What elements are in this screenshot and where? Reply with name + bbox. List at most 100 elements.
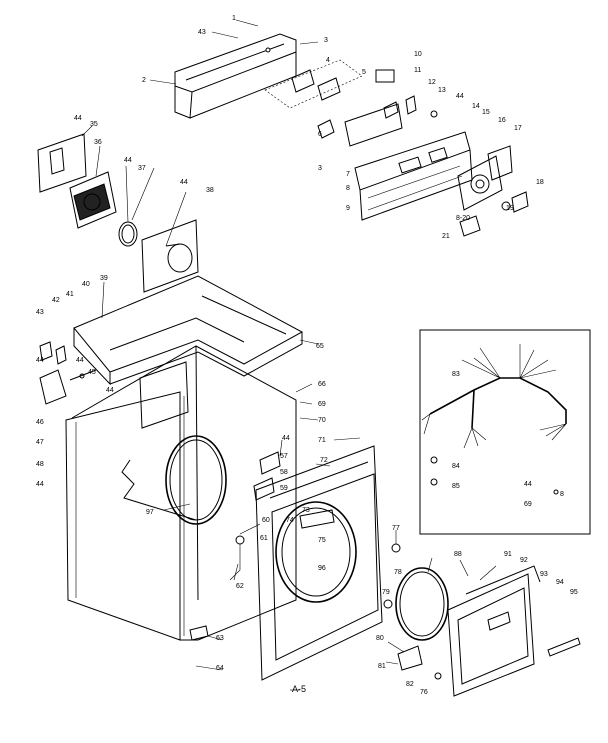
callout-label: 70 [318, 417, 326, 424]
callout-label: 46 [36, 419, 44, 426]
callout-label: 59 [280, 485, 288, 492]
wiring-inset [419, 329, 591, 535]
callout-label: 41 [66, 291, 74, 298]
callout-label: 8 [346, 185, 350, 192]
callout-label: 2 [142, 77, 146, 84]
callout-label: 44 [36, 357, 44, 364]
callout-label: 37 [138, 165, 146, 172]
callout-label: 78 [394, 569, 402, 576]
lower-small-parts [189, 451, 442, 680]
callout-label: 44 [524, 481, 532, 488]
small-parts-top [317, 69, 529, 237]
left-small-parts [39, 341, 97, 405]
callout-label: 19 [506, 205, 514, 212]
control-bracket [264, 59, 363, 109]
callout-label: 17 [514, 125, 522, 132]
callout-label: 60 [262, 517, 270, 524]
callout-label: 62 [236, 583, 244, 590]
callout-label: 21 [442, 233, 450, 240]
blower-housing [69, 171, 117, 229]
callout-label: 63 [216, 635, 224, 642]
callout-label: 58 [280, 469, 288, 476]
callout-label: 96 [318, 565, 326, 572]
callout-label: 44 [36, 481, 44, 488]
callout-label: 74 [286, 517, 294, 524]
callout-label: 16 [498, 117, 506, 124]
callout-label: 79 [382, 589, 390, 596]
callout-label: 48 [36, 461, 44, 468]
callout-label: 6 [318, 131, 322, 138]
callout-label: 14 [472, 103, 480, 110]
callout-label: 42 [52, 297, 60, 304]
callout-label: 13 [438, 87, 446, 94]
front-panel [255, 445, 383, 681]
callout-label: 7 [346, 171, 350, 178]
callout-label: 44 [106, 387, 114, 394]
console-top-panel [174, 33, 297, 119]
callout-label: 69 [524, 501, 532, 508]
callout-label: 82 [406, 681, 414, 688]
door-assembly [447, 565, 581, 697]
callout-label: 10 [414, 51, 422, 58]
callout-label: 12 [428, 79, 436, 86]
leader-lines [81, 19, 497, 691]
callout-label: 3 [318, 165, 322, 172]
callout-label: 92 [520, 557, 528, 564]
top-cover [73, 275, 304, 386]
callout-label: 1 [232, 15, 236, 22]
callout-label: 8 [560, 491, 564, 498]
callout-label: 57 [280, 453, 288, 460]
callout-label: 8-20 [456, 215, 470, 222]
callout-label: 75 [318, 537, 326, 544]
callout-label: 72 [320, 457, 328, 464]
callout-label: 71 [318, 437, 326, 444]
callout-label: 64 [216, 665, 224, 672]
door-seal [395, 567, 449, 641]
callout-label: 4 [326, 57, 330, 64]
callout-label: 97 [146, 509, 154, 516]
callout-label: 84 [452, 463, 460, 470]
callout-label: 61 [260, 535, 268, 542]
callout-label: 43 [36, 309, 44, 316]
callout-labels: 1 2 3 3 4 5 6 7 8 9 10 11 12 13 14 15 16… [36, 15, 578, 696]
callout-label: 76 [420, 689, 428, 696]
callout-label: 44 [76, 357, 84, 364]
callout-label: 44 [282, 435, 290, 442]
callout-label: 36 [94, 139, 102, 146]
callout-label: 35 [90, 121, 98, 128]
callout-label: 44 [124, 157, 132, 164]
callout-label: 44 [456, 93, 464, 100]
callout-label: 38 [206, 187, 214, 194]
callout-label: 43 [198, 29, 206, 36]
callout-label: 15 [482, 109, 490, 116]
callout-label: 44 [180, 179, 188, 186]
diagram-caption: A-5 [292, 684, 307, 694]
callout-label: 88 [454, 551, 462, 558]
duct-ring [118, 221, 138, 247]
callout-label: 80 [376, 635, 384, 642]
callout-label: 47 [36, 439, 44, 446]
callout-label: 40 [82, 281, 90, 288]
callout-label: 69 [318, 401, 326, 408]
callout-label: 65 [316, 343, 324, 350]
callout-label: 5 [362, 69, 366, 76]
callout-label: 44 [74, 115, 82, 122]
callout-label: 39 [100, 275, 108, 282]
callout-label: 83 [452, 371, 460, 378]
callout-label: 45 [88, 369, 96, 376]
callout-label: 11 [414, 67, 421, 74]
callout-label: 93 [540, 571, 548, 578]
callout-label: 77 [392, 525, 400, 532]
callout-label: 66 [318, 381, 326, 388]
blower-bracket [37, 133, 87, 193]
callout-label: 94 [556, 579, 564, 586]
callout-label: 9 [346, 205, 350, 212]
exhaust-duct [141, 219, 199, 293]
callout-label: 18 [536, 179, 544, 186]
callout-label: 3 [324, 37, 328, 44]
callout-label: 95 [570, 589, 578, 596]
cabinet-body [65, 345, 297, 641]
callout-label: 81 [378, 663, 386, 670]
control-panel [344, 103, 513, 221]
